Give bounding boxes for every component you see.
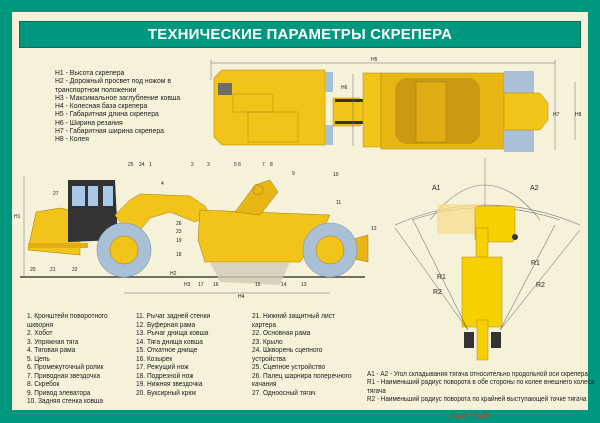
legend-item: Н2 - Дорожный просвет под ножом в: [55, 76, 172, 86]
legend-item: Н4 - Колесная база скрепера: [55, 101, 148, 111]
part-item: шкворня: [27, 319, 54, 329]
part-item: 9. Привод элеватора: [27, 387, 91, 397]
side-label: 14: [281, 282, 287, 288]
side-label: 17: [198, 282, 204, 288]
part-item: 22. Основная рама: [252, 328, 311, 337]
side-label: 18: [176, 252, 182, 258]
turning-notes: А1 - А2 - Угол складывания тягача относи…: [367, 369, 595, 403]
turn-label-a2: A2: [530, 185, 539, 192]
dimension-label: H2: [170, 271, 177, 277]
side-label: 1: [149, 162, 152, 168]
top-label-h7: H7: [553, 112, 560, 118]
side-label: 25: [128, 162, 134, 168]
publisher-logo: History People: [448, 412, 491, 420]
turn-label-r1: R1: [531, 260, 540, 267]
part-item: 7. Приводная звездочка: [27, 370, 100, 380]
dimension-legend: Н1 - Высота скрепера Н2 - Дорожный просв…: [55, 68, 181, 144]
side-label: 2: [191, 162, 194, 168]
side-label: 10: [333, 172, 339, 178]
dimension-label: H1: [14, 214, 21, 220]
part-item: 8. Скребок: [27, 379, 60, 388]
part-item: 19. Нижняя звездочка: [136, 379, 203, 388]
part-item: 21. Нижний защитный лист: [252, 311, 335, 320]
part-item: 10. Задняя стенка ковша: [27, 396, 103, 405]
side-label: 12: [371, 226, 377, 232]
turn-label-r2: R2: [536, 282, 545, 289]
side-label: 16: [213, 282, 219, 288]
turn-label-r1: R1: [437, 274, 446, 281]
part-item: 14. Тяга днища ковша: [136, 336, 203, 346]
side-label: 20: [30, 267, 36, 273]
part-item: 3. Упряжная тяга: [27, 336, 79, 346]
part-item: 5. Цепь: [27, 353, 50, 363]
side-label: 13: [301, 282, 307, 288]
side-label: 4: [161, 181, 164, 187]
note-item: R1 - Наименьший радиус поворота в обе ст…: [367, 377, 595, 387]
side-label: 9: [292, 171, 295, 177]
side-label: 21: [50, 267, 56, 273]
legend-item: Н5 - Габаритная длина скрепера: [55, 109, 159, 119]
legend-item: транспортном положении: [55, 84, 137, 94]
side-label: 22: [72, 267, 78, 273]
turn-label-r2: R2: [433, 289, 442, 296]
parts-list-column-1: 1. Кронштейн поворотного шкворня 2. Хобо…: [27, 311, 108, 406]
part-item: 24. Шкворень сцепного: [252, 345, 323, 354]
part-item: 15. Откатное днище: [136, 345, 198, 354]
part-item: 27. Одноосный тягач: [252, 387, 316, 397]
side-label: 3: [207, 162, 210, 168]
turn-label-a1: A1: [432, 185, 441, 192]
part-item: 16. Козырек: [136, 353, 173, 363]
part-item: 25. Сцепное устройство: [252, 362, 326, 371]
top-label-h8: H8: [575, 112, 582, 118]
part-item: качания: [252, 379, 277, 388]
part-item: 2. Хобот: [27, 328, 53, 337]
side-label: 15: [255, 282, 261, 288]
side-label: 26: [176, 221, 182, 227]
part-item: 4. Тяговая рама: [27, 345, 76, 354]
legend-item: Н8 - Колея: [55, 134, 89, 144]
note-item: R2 - Наименьший радиус поворота по крайн…: [367, 393, 587, 403]
legend-item: Н1 - Высота скрепера: [55, 68, 125, 77]
top-view-diagram: H5 H6 H7 H8: [210, 57, 582, 152]
side-label: 19: [176, 238, 182, 244]
part-item: 13. Рычаг днища ковша: [136, 328, 209, 337]
side-label: 7: [262, 162, 265, 168]
part-item: 11. Рычаг задней стенки: [136, 311, 211, 320]
turning-diagram: A1 A2 R1 R2 R1 R2: [394, 158, 581, 361]
part-item: 17. Режущий нож: [136, 362, 189, 371]
part-item: 12. Буферная рама: [136, 319, 196, 329]
legend-item: Н3 - Максимальное заглубление ковша: [55, 92, 181, 102]
dimension-label: H3: [184, 282, 191, 288]
part-item: 18. Подрезной нож: [136, 370, 194, 380]
dimension-label: H4: [238, 294, 245, 300]
note-item: А1 - А2 - Угол складывания тягача относи…: [367, 369, 588, 378]
part-item: 20. Буксирный крюк: [136, 387, 197, 397]
parts-list-column-3: 21. Нижний защитный лист картера 22. Осн…: [252, 311, 352, 397]
side-label: 23: [176, 229, 182, 235]
side-label: 27: [53, 191, 59, 197]
part-item: устройства: [252, 353, 286, 363]
side-label: 11: [336, 200, 341, 206]
part-item: 1. Кронштейн поворотного: [27, 311, 108, 320]
top-label-h6: H6: [341, 85, 348, 91]
side-label: 8: [270, 162, 273, 168]
top-label-h5: H5: [371, 57, 378, 63]
page-title: ТЕХНИЧЕСКИЕ ПАРАМЕТРЫ СКРЕПЕРА: [19, 21, 581, 48]
part-item: 6. Промежуточный ролик: [27, 362, 104, 371]
part-item: 23. Крыло: [252, 336, 283, 346]
legend-item: Н6 - Ширина резания: [55, 117, 123, 127]
part-item: картера: [252, 319, 277, 329]
side-label: 24: [139, 162, 145, 168]
parts-list-column-2: 11. Рычаг задней стенки 12. Буферная рам…: [136, 311, 211, 397]
side-view-diagram: 25 24 1 2 3 5 6 7 8 9 10 11 12 27 26 23 …: [14, 162, 377, 300]
note-item: тягача: [367, 385, 386, 395]
side-label: 5 6: [234, 162, 241, 168]
legend-item: Н7 - Габаритная ширина скрепера: [55, 126, 164, 136]
part-item: 26. Палец шарнира поперечного: [252, 370, 352, 380]
